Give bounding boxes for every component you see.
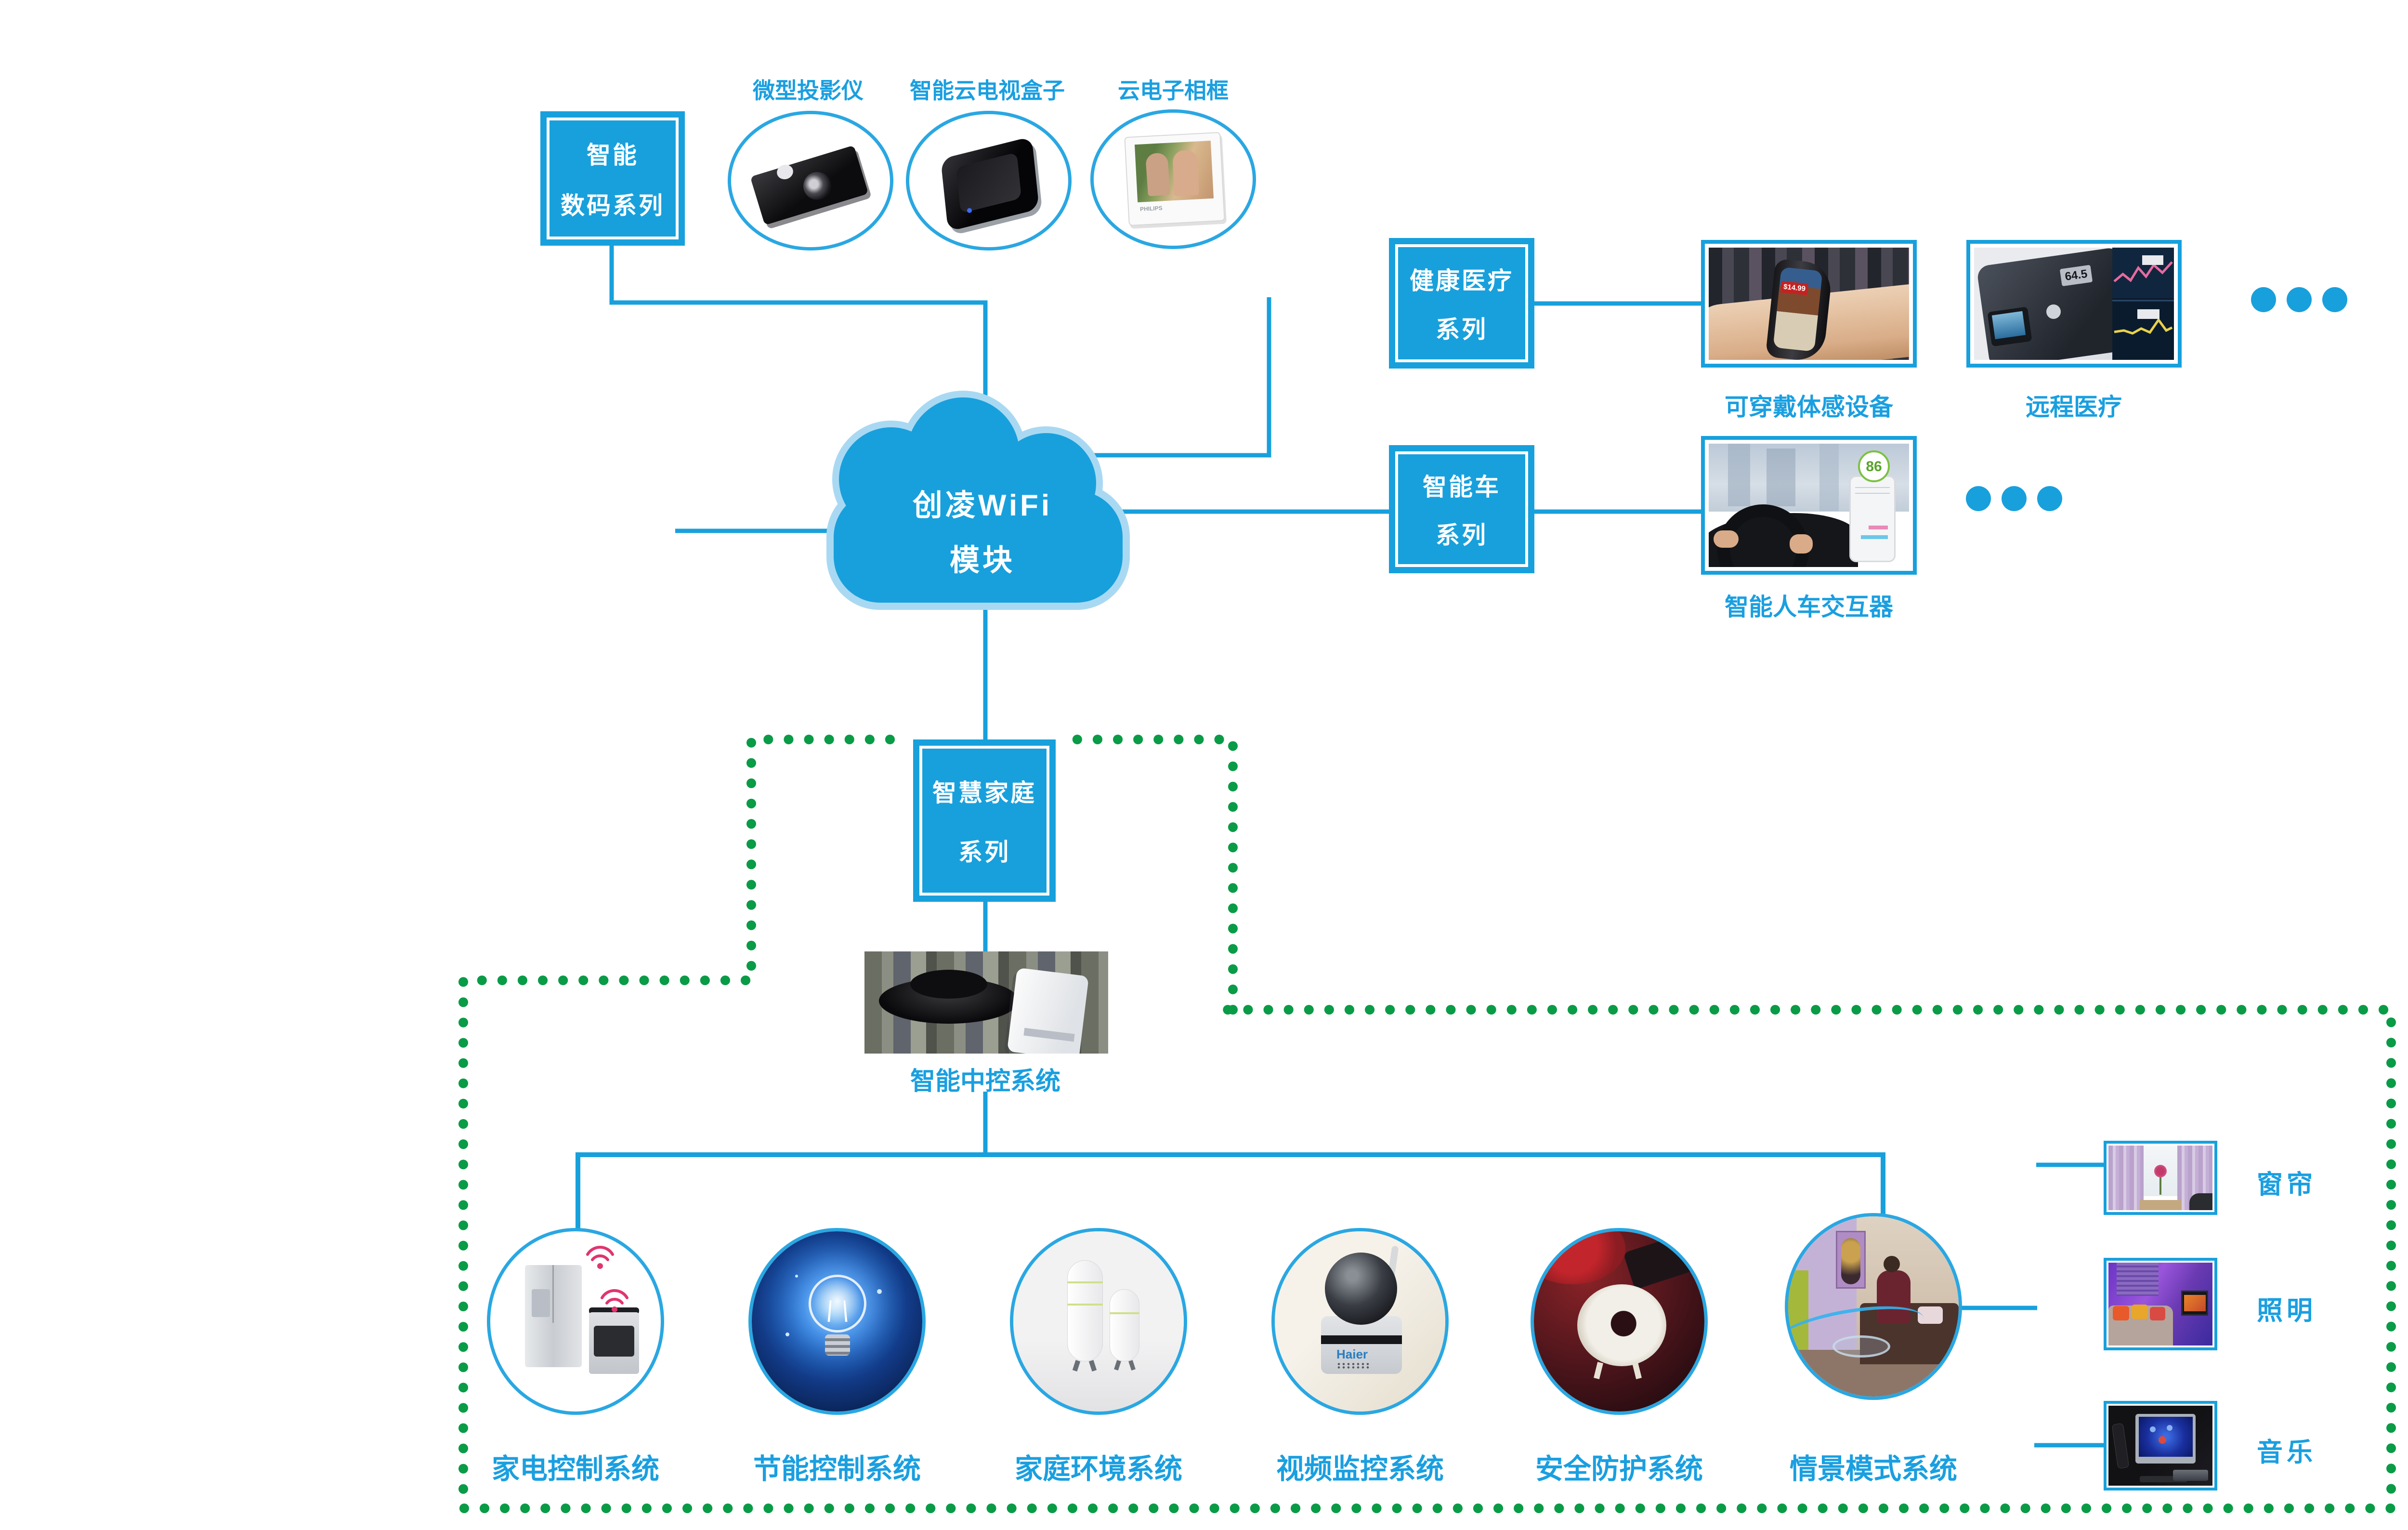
series-box-health: 健康医疗 系列 <box>1389 238 1534 369</box>
label-lighting: 照明 <box>2257 1296 2316 1325</box>
frame-brand-text: PHILIPS <box>1139 204 1163 213</box>
drive-score-badge: 86 <box>1858 450 1890 482</box>
card-curtain <box>2104 1141 2217 1215</box>
medical-charts <box>2112 255 2174 335</box>
camera-brand-text: Haier <box>1336 1347 1368 1361</box>
series-box-home: 智慧家庭 系列 <box>913 739 1056 902</box>
label-curtain: 窗帘 <box>2257 1170 2316 1199</box>
label-appliance-control: 家电控制系统 <box>491 1453 659 1485</box>
cloud-photo-frame-photo: PHILIPS <box>1094 113 1253 246</box>
series-box-car-line2: 系列 <box>1436 522 1488 549</box>
digital-product-label-tvbox: 智能云电视盒子 <box>910 78 1065 103</box>
scene-mode-photo <box>1788 1216 1959 1397</box>
label-wearable-device: 可穿戴体感设备 <box>1725 394 1893 421</box>
label-security-protection: 安全防护系统 <box>1535 1453 1703 1485</box>
circle-home-environment <box>1010 1228 1187 1415</box>
label-central-control: 智能中控系统 <box>910 1068 1060 1095</box>
label-remote-medical: 远程医疗 <box>2026 394 2122 421</box>
connector-distribution-bus <box>576 1152 1885 1231</box>
card-lighting <box>2104 1258 2217 1350</box>
micro-projector-photo <box>731 114 890 247</box>
connector-cloud-to-health <box>1084 297 1271 458</box>
more-indicator-car <box>1966 486 2062 511</box>
cloud-title-line2: 模块 <box>949 544 1015 577</box>
label-home-environment: 家庭环境系统 <box>1014 1453 1182 1485</box>
curtain-photo <box>2108 1146 2212 1210</box>
series-box-home-inner: 智慧家庭 系列 <box>919 746 1049 896</box>
more-indicator-health <box>2251 287 2347 312</box>
circle-video-surveillance: Haier <box>1271 1228 1449 1415</box>
series-box-home-line2: 系列 <box>958 839 1010 866</box>
lighting-photo <box>2108 1263 2212 1345</box>
central-control-photo <box>864 951 1108 1054</box>
circle-appliance-control <box>487 1228 664 1415</box>
music-photo <box>2108 1406 2212 1486</box>
series-box-car-inner: 智能车 系列 <box>1395 451 1528 567</box>
label-video-surveillance: 视频监控系统 <box>1276 1453 1444 1485</box>
label-car-interactor: 智能人车交互器 <box>1725 594 1893 620</box>
series-box-car-line1: 智能车 <box>1423 474 1501 501</box>
video-surveillance-photo: Haier <box>1275 1231 1445 1411</box>
photo-micro-projector <box>728 111 893 251</box>
digital-product-label-projector: 微型投影仪 <box>753 78 864 103</box>
security-protection-photo <box>1534 1231 1704 1411</box>
series-box-health-inner: 健康医疗 系列 <box>1395 244 1528 362</box>
series-box-health-line1: 健康医疗 <box>1410 267 1514 294</box>
remote-medical-photo: 64.5 <box>1974 248 2174 360</box>
cloud-tv-box-photo <box>909 114 1068 247</box>
circle-security-protection <box>1531 1228 1708 1415</box>
cloud-title-line1: 创凌WiFi <box>912 489 1053 522</box>
circle-energy-control <box>748 1228 926 1415</box>
blue-connector-lines <box>576 243 2107 1448</box>
card-remote-medical: 64.5 <box>1966 240 2182 368</box>
series-box-digital-inner: 智能 数码系列 <box>547 118 679 239</box>
smart-home-dotted-boundary <box>458 735 2396 1513</box>
series-box-health-line2: 系列 <box>1436 316 1488 343</box>
wifi-icon <box>601 1289 628 1312</box>
wearable-device-photo: $14.99 <box>1709 248 1909 360</box>
photo-cloud-tv-box <box>906 111 1072 251</box>
series-box-car: 智能车 系列 <box>1389 445 1534 573</box>
energy-control-photo <box>752 1231 922 1411</box>
appliance-control-photo <box>490 1231 661 1411</box>
connector-digital-to-cloud <box>609 243 988 424</box>
series-box-digital-line1: 智能 <box>587 142 639 169</box>
wifi-icon <box>586 1245 614 1269</box>
home-environment-photo <box>1013 1231 1184 1411</box>
photo-cloud-photo-frame: PHILIPS <box>1090 109 1256 249</box>
card-car-interactor: 86 <box>1701 436 1917 575</box>
series-box-digital: 智能 数码系列 <box>540 111 685 246</box>
car-interactor-photo: 86 <box>1709 444 1909 567</box>
card-music <box>2104 1401 2217 1490</box>
card-wearable-device: $14.99 <box>1701 240 1917 368</box>
medical-chart-panel <box>2112 248 2174 360</box>
label-scene-mode: 情景模式系统 <box>1789 1453 1957 1485</box>
series-box-home-line1: 智慧家庭 <box>932 779 1036 806</box>
series-box-digital-line2: 数码系列 <box>561 192 665 219</box>
circle-scene-mode <box>1785 1213 1962 1400</box>
cloud-shape <box>834 397 1123 603</box>
label-energy-control: 节能控制系统 <box>753 1453 921 1485</box>
digital-product-label-frame: 云电子相框 <box>1118 78 1229 103</box>
label-music: 音乐 <box>2257 1438 2316 1467</box>
